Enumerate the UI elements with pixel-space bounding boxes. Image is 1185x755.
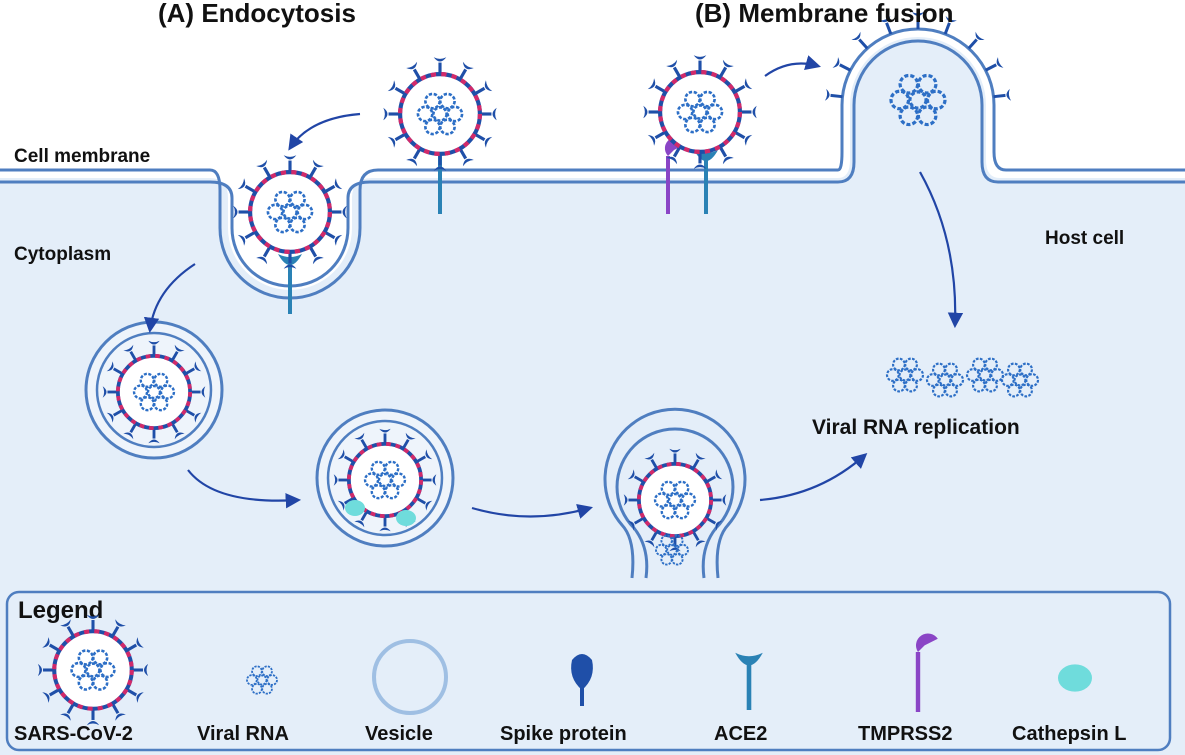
tmprss2-icon (915, 633, 938, 712)
label-cell-membrane: Cell membrane (14, 146, 150, 167)
arrow-vesicle2-to-fusing (471, 503, 593, 519)
pathway-arrows (143, 55, 964, 519)
arrow-pit-to-vesicle (143, 263, 196, 334)
fused-virus-bulge (824, 12, 1012, 127)
legend-title: Legend (18, 597, 103, 624)
arrow-virus-to-fusion (764, 55, 821, 77)
viral-rna-replication-cluster (885, 357, 1040, 398)
title-membrane-fusion: (B) Membrane fusion (695, 0, 954, 28)
vesicle-icon (372, 639, 448, 715)
virus-in-vesicle-1 (102, 340, 206, 444)
legend-label-viral-rna: Viral RNA (197, 723, 289, 745)
virus-in-endocytic-pit (233, 155, 347, 269)
legend-label-tmprss2: TMPRSS2 (858, 723, 952, 745)
cathepsin-l-marker-2 (396, 510, 416, 526)
virus-fusing-with-vesicle (623, 448, 727, 552)
legend-label-vesicle: Vesicle (365, 723, 433, 745)
spike-protein-icon (571, 654, 593, 706)
cathepsin-l-marker-1 (345, 500, 365, 516)
cell-cytoplasm (0, 37, 1185, 755)
arrow-vesicle1-to-vesicle2 (187, 469, 302, 509)
virus-approaching-ace2 (383, 57, 497, 171)
ace2-icon (735, 652, 763, 710)
arrow-virus-to-pit (288, 112, 361, 151)
legend-icons (37, 614, 1092, 726)
legend-label-ace2: ACE2 (714, 723, 767, 745)
viral-rna-icon (246, 665, 278, 695)
viruses (102, 12, 1012, 566)
virus-in-vesicle-2 (333, 428, 437, 532)
label-viral-rna-replication: Viral RNA replication (812, 416, 1020, 439)
cell-membrane (0, 27, 1185, 300)
title-endocytosis: (A) Endocytosis (158, 0, 356, 28)
cathepsin-l-icon (1058, 664, 1092, 692)
arrow-fusing-to-replication (759, 452, 868, 502)
virus-binding-ace2-tmprss2 (643, 55, 757, 169)
legend: Legend SARS-CoV-2 Viral RNA Vesicle Spik… (5, 590, 1172, 752)
virus-icon (37, 614, 149, 726)
arrow-fusion-to-replication (919, 171, 964, 329)
legend-label-spike-protein: Spike protein (500, 723, 627, 745)
label-cytoplasm: Cytoplasm (14, 244, 111, 265)
label-host-cell: Host cell (1045, 228, 1124, 249)
legend-label-cathepsin-l: Cathepsin L (1012, 723, 1126, 745)
legend-label-sars-cov-2: SARS-CoV-2 (14, 723, 133, 745)
